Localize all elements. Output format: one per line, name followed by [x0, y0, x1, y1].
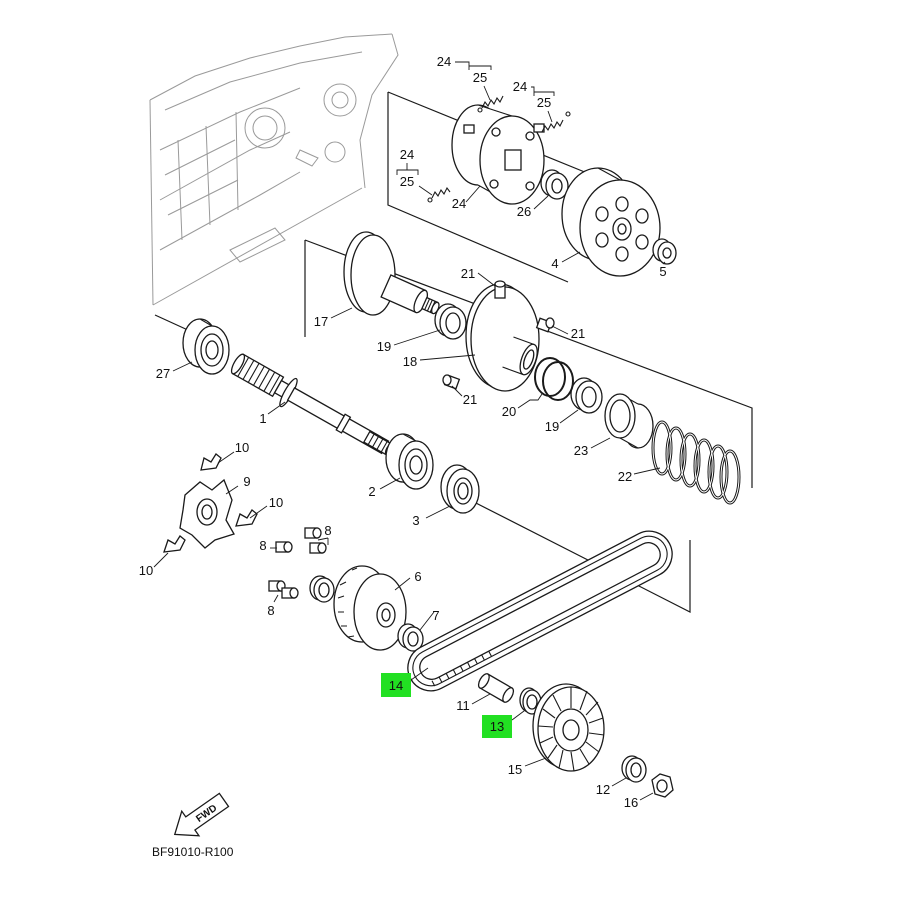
- part-9-cam-plate: [179, 478, 235, 549]
- callout-10: 10: [269, 495, 283, 510]
- callout-25: 25: [473, 70, 487, 85]
- part-1-shaft: [230, 353, 395, 456]
- part-18-plate: [465, 283, 540, 392]
- part-10-slider-b: [235, 509, 258, 527]
- crankcase-outline: [149, 33, 399, 306]
- part-19-oil-seal-a: [434, 303, 467, 340]
- callout-6: 6: [414, 569, 421, 584]
- callout-21: 21: [461, 266, 475, 281]
- part-7-collar: [397, 623, 424, 652]
- part-11-collar: [477, 673, 515, 703]
- part-6-variator: [333, 565, 407, 651]
- callout-22: 22: [618, 469, 632, 484]
- callout-24: 24: [437, 54, 451, 69]
- part-20-o-rings: [534, 357, 574, 401]
- part-17-sheave: [343, 231, 440, 316]
- part-13-washer: [519, 687, 542, 715]
- fwd-arrow-icon: FWD: [173, 792, 230, 837]
- callout-24: 24: [400, 147, 414, 162]
- callout-13: 13: [490, 719, 504, 734]
- callout-9: 9: [243, 474, 250, 489]
- callout-15: 15: [508, 762, 522, 777]
- part-23-collar: [604, 393, 654, 449]
- callout-7: 7: [432, 608, 439, 623]
- variator-washer: [309, 575, 335, 603]
- part-24-clutch-carrier: [451, 104, 545, 205]
- part-21-pin-c: [442, 374, 461, 390]
- callout-19: 19: [377, 339, 391, 354]
- highlight-box-14: [381, 673, 411, 697]
- part-2-bearing: [385, 433, 434, 490]
- callout-27: 27: [156, 366, 170, 381]
- callout-25: 25: [537, 95, 551, 110]
- part-14-v-belt: [407, 530, 673, 692]
- callout-14: 14: [389, 678, 403, 693]
- callout-8: 8: [259, 538, 266, 553]
- callout-24: 24: [452, 196, 466, 211]
- callout-23: 23: [574, 443, 588, 458]
- part-15-fan-sheave: [532, 683, 605, 772]
- callout-20: 20: [502, 404, 516, 419]
- part-22-spring: [651, 420, 741, 505]
- part-3-oil-seal: [440, 464, 480, 514]
- part-26-nut: [540, 169, 569, 200]
- callout-21: 21: [571, 326, 585, 341]
- leader-lines: [153, 61, 666, 801]
- callout-10: 10: [235, 440, 249, 455]
- callout-11: 11: [456, 698, 470, 713]
- part-21-pin-a: [494, 280, 506, 299]
- callout-4: 4: [551, 256, 558, 271]
- part-10-slider-a: [200, 453, 222, 471]
- callout-26: 26: [517, 204, 531, 219]
- callout-5: 5: [659, 264, 666, 279]
- part-19-oil-seal-b: [570, 377, 603, 414]
- part-10-slider-c: [163, 535, 186, 553]
- callout-12: 12: [596, 782, 610, 797]
- part-25-spring-c: [427, 186, 451, 203]
- callout-8: 8: [324, 523, 331, 538]
- callout-17: 17: [314, 314, 328, 329]
- callout-18: 18: [403, 354, 417, 369]
- part-8-rollers: [268, 527, 327, 599]
- callout-labels: 24 25 24 25 24 25 24 26 4 5 21 17 21 19 …: [139, 54, 667, 810]
- part-16-nut: [651, 773, 674, 798]
- part-4-clutch-housing: [561, 167, 661, 277]
- callout-16: 16: [624, 795, 638, 810]
- part-25-spring-b: [541, 111, 571, 133]
- assembly-outline: [154, 91, 753, 613]
- part-21-pin-b: [535, 317, 555, 333]
- callout-3: 3: [412, 513, 419, 528]
- callout-10: 10: [139, 563, 153, 578]
- callout-1: 1: [259, 411, 266, 426]
- highlight-box-13: [482, 715, 512, 738]
- part-27-bearing: [182, 318, 230, 375]
- callout-21: 21: [463, 392, 477, 407]
- callout-8: 8: [267, 603, 274, 618]
- callout-24: 24: [513, 79, 527, 94]
- callout-25: 25: [400, 174, 414, 189]
- part-12-washer: [621, 755, 647, 783]
- part-25-spring-a: [477, 95, 504, 113]
- callout-19: 19: [545, 419, 559, 434]
- callout-2: 2: [368, 484, 375, 499]
- part-5-nut: [652, 238, 677, 265]
- diagram-code: BF91010-R100: [152, 845, 234, 859]
